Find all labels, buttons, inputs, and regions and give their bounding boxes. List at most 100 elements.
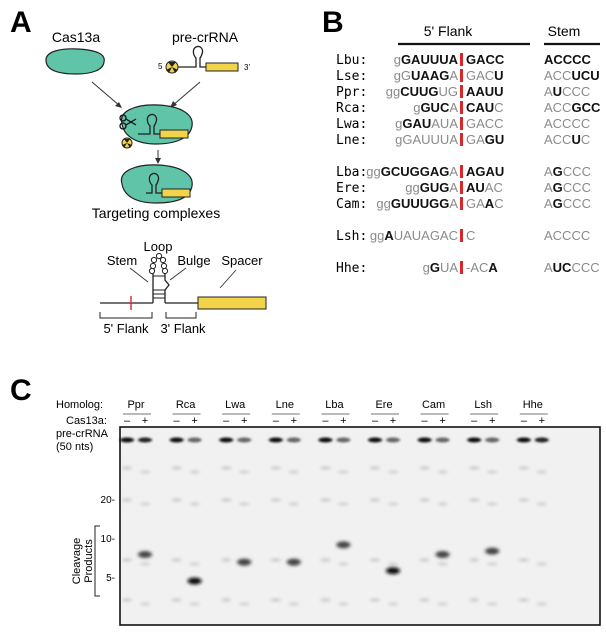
faint-band <box>518 466 529 470</box>
faint-band <box>140 602 150 606</box>
faint-band <box>270 498 281 502</box>
flank-right-seq: GAGU <box>466 132 504 147</box>
faint-band <box>320 558 331 562</box>
flank-left-seq: gGAUAUA <box>395 116 458 131</box>
faint-band <box>487 562 498 566</box>
faint-band <box>419 466 430 470</box>
homolog-lwa: Lwa <box>225 399 246 411</box>
faint-band <box>122 466 132 470</box>
flank3-bracket <box>165 312 197 319</box>
flank-left-seq: gGUCA <box>413 100 458 115</box>
flank-left-seq: ggCUUGUG <box>386 84 458 99</box>
homolog-lba: Lba <box>325 399 344 411</box>
stem-seq: AGCCC <box>544 196 591 211</box>
precrrna-marker-2: (50 nts) <box>56 441 93 453</box>
band-precrrna-minus <box>219 437 234 443</box>
band-precrrna-minus <box>368 437 382 443</box>
scissors-icon <box>119 114 137 130</box>
homolog-name: Hhe: <box>336 261 367 276</box>
minus-cas13a: – <box>422 415 429 427</box>
flank-right-seq: GACC <box>466 52 505 67</box>
faint-band <box>518 598 529 602</box>
band-precrrna-plus <box>187 437 202 443</box>
band-precrrna-minus <box>516 437 531 443</box>
cas13a-protein-shape <box>45 48 105 75</box>
faint-band <box>536 602 547 606</box>
faint-band <box>320 466 331 470</box>
faint-band <box>388 602 398 606</box>
header-5-flank: 5' Flank <box>424 23 474 39</box>
loop-nucleotides <box>148 252 169 275</box>
faint-band <box>518 498 529 502</box>
cas13a-label: Cas13a <box>52 29 100 45</box>
cleavage-site-mark <box>460 181 463 194</box>
faint-band <box>320 498 331 502</box>
homolog-name: Cam: <box>336 197 367 212</box>
homolog-name: Lne: <box>336 133 367 148</box>
faint-band <box>338 502 349 506</box>
flank-right-seq: GACU <box>466 68 504 83</box>
loop-label: Loop <box>144 239 173 254</box>
faint-band <box>140 470 150 474</box>
faint-band <box>239 602 250 606</box>
band-cleavage-product <box>286 558 301 566</box>
band-precrrna-plus <box>237 437 252 443</box>
targeting-crrna-strand <box>146 172 162 194</box>
cleavage-site-mark <box>460 69 463 82</box>
plus-cas13a: + <box>390 415 396 427</box>
panel-label-b: B <box>322 6 344 39</box>
plus-cas13a: + <box>191 415 197 427</box>
faint-band <box>536 562 547 566</box>
flank-right-seq: AAUU <box>466 84 504 99</box>
faint-band <box>487 502 498 506</box>
targeting-spacer-box <box>161 188 191 198</box>
band-cleavage-product <box>336 541 351 549</box>
spacer-pointer <box>219 269 237 289</box>
pre-crrna-strand <box>178 45 206 68</box>
faint-band <box>388 562 398 566</box>
cleavage-products-label-1: Cleavage <box>71 538 83 584</box>
faint-band <box>189 502 200 506</box>
faint-band <box>122 558 132 562</box>
gel-image <box>119 426 601 626</box>
faint-band <box>239 470 250 474</box>
five-prime-label: 5 <box>158 62 163 71</box>
plus-cas13a: + <box>142 415 148 427</box>
flank3-label: 3' Flank <box>160 321 206 336</box>
minus-cas13a: – <box>273 415 280 427</box>
band-precrrna-minus <box>417 437 432 443</box>
cleavage-site-mark <box>460 229 463 242</box>
homolog-name: Lse: <box>336 69 367 84</box>
faint-band <box>189 562 200 566</box>
tick-10: 10- <box>101 534 115 545</box>
flank-right-seq: CAUC <box>466 100 504 115</box>
faint-band <box>518 558 529 562</box>
flank5-label: 5' Flank <box>103 321 149 336</box>
faint-band <box>338 470 349 474</box>
flank-right-seq: GACC <box>466 116 504 131</box>
faint-band <box>487 470 498 474</box>
cleavage-site-mark <box>460 53 463 66</box>
spacer-label: Spacer <box>221 253 263 268</box>
band-cleavage-product <box>138 551 152 559</box>
faint-band <box>122 598 132 602</box>
band-precrrna-plus <box>138 437 152 443</box>
flank-left-seq: gGUAAGA <box>394 68 459 83</box>
band-precrrna-plus <box>435 437 450 443</box>
stem-base-pairs <box>153 275 165 299</box>
faint-band <box>487 602 498 606</box>
flank-right-seq: AGAU <box>466 164 504 179</box>
homolog-name: Lba: <box>336 165 367 180</box>
plus-cas13a: + <box>539 415 545 427</box>
faint-band <box>221 466 232 470</box>
cleavage-site-mark <box>460 117 463 130</box>
faint-band <box>388 502 398 506</box>
arrowhead-icon <box>115 102 122 108</box>
homolog-hhe: Hhe <box>523 399 543 411</box>
band-cleavage-product <box>237 558 252 566</box>
targeting-complexes-label: Targeting complexes <box>92 205 220 221</box>
plus-cas13a: + <box>241 415 247 427</box>
minus-cas13a: – <box>322 415 329 427</box>
band-precrrna-plus <box>386 437 400 443</box>
faint-band <box>437 502 448 506</box>
